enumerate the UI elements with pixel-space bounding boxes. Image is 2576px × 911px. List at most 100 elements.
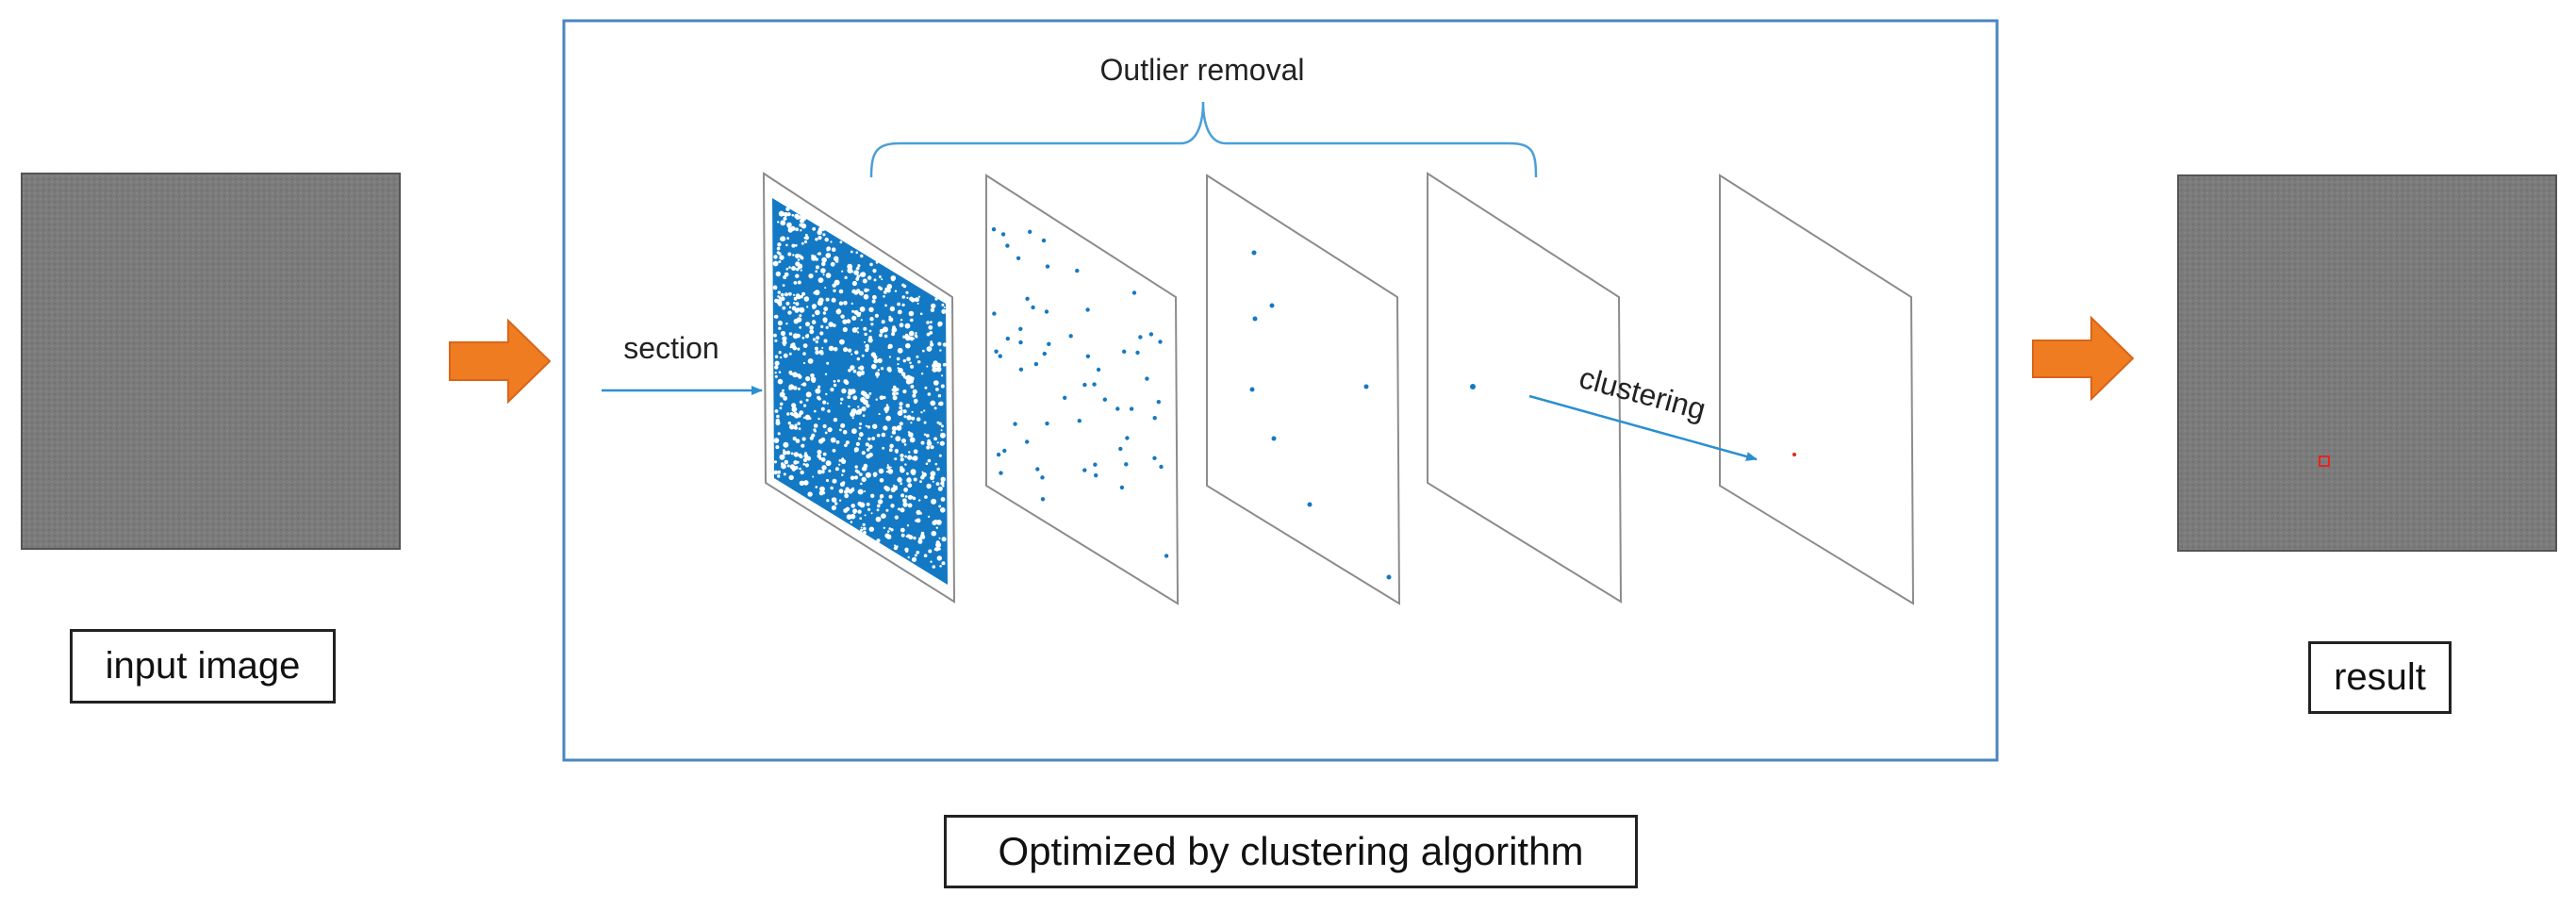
dense-speckle	[817, 236, 822, 240]
dense-speckle	[871, 299, 876, 304]
dense-speckle	[825, 392, 828, 396]
sparse-point	[1085, 307, 1090, 312]
sparse-point	[1122, 349, 1127, 354]
dense-speckle	[875, 398, 878, 401]
dense-speckle	[801, 443, 805, 448]
sparse-point	[1044, 309, 1049, 314]
dense-speckle	[851, 487, 855, 490]
dense-speckle	[939, 565, 942, 568]
dense-speckle	[940, 476, 946, 482]
dense-speckle	[912, 389, 917, 394]
dense-speckle	[850, 408, 857, 415]
dense-speckle	[891, 277, 896, 282]
sparse-point	[1158, 340, 1163, 344]
dense-speckle	[878, 275, 882, 278]
dense-speckle	[941, 374, 944, 377]
dense-speckle	[793, 334, 796, 336]
dense-speckle	[777, 290, 781, 294]
dense-speckle	[857, 489, 864, 495]
dense-speckle	[943, 306, 946, 308]
dense-speckle	[939, 432, 946, 439]
dense-speckle	[850, 504, 855, 508]
dense-speckle	[911, 416, 916, 421]
dense-speckle	[818, 349, 824, 355]
dense-speckle	[900, 493, 905, 498]
dense-speckle	[842, 429, 848, 435]
dense-speckle	[833, 379, 836, 383]
dense-speckle	[917, 295, 921, 298]
dense-speckle	[901, 295, 906, 299]
dense-speckle	[802, 361, 806, 365]
dense-speckle	[920, 475, 925, 480]
dense-speckle	[872, 294, 877, 300]
dense-speckle	[793, 460, 798, 465]
dense-speckle	[934, 364, 937, 368]
dense-speckle	[824, 287, 827, 290]
dense-speckle	[830, 437, 836, 443]
dense-speckle	[774, 339, 778, 342]
dense-speckle	[861, 476, 867, 483]
dense-speckle	[900, 454, 904, 458]
dense-speckle	[846, 490, 850, 493]
dense-speckle	[834, 502, 838, 505]
dense-speckle	[941, 308, 947, 314]
dense-speckle	[783, 441, 789, 448]
dense-speckle	[782, 284, 785, 287]
dense-speckle	[811, 320, 817, 324]
dense-speckle	[852, 510, 856, 514]
dense-speckle	[826, 246, 832, 252]
dense-speckle	[885, 415, 891, 422]
dense-speckle	[802, 343, 808, 348]
dense-speckle	[847, 395, 851, 399]
outlier-brace	[869, 101, 1538, 178]
dense-speckle	[791, 243, 796, 248]
dense-speckle	[937, 341, 942, 346]
sparse-point	[1138, 335, 1143, 340]
dense-speckle	[821, 257, 827, 263]
dense-speckle	[822, 311, 827, 315]
dense-speckle	[804, 218, 807, 221]
dense-speckle	[823, 306, 829, 311]
dense-speckle	[820, 324, 824, 328]
sparse-point	[1045, 421, 1049, 426]
dense-speckle	[856, 356, 860, 361]
dense-speckle	[786, 464, 790, 468]
plane-result	[1719, 174, 1915, 605]
dense-speckle	[826, 402, 829, 405]
dense-speckle	[934, 297, 938, 301]
dense-speckle	[910, 318, 914, 323]
dense-speckle	[905, 549, 909, 553]
dense-speckle	[883, 326, 888, 333]
dense-speckle	[878, 412, 881, 416]
dense-speckle	[850, 250, 853, 254]
dense-speckle	[906, 296, 909, 299]
dense-speckle	[805, 376, 811, 382]
dense-speckle	[937, 323, 941, 327]
dense-speckle	[773, 255, 778, 259]
dense-speckle	[855, 277, 860, 281]
dense-speckle	[815, 388, 821, 394]
dense-speckle	[860, 319, 863, 322]
dense-speckle	[888, 494, 893, 499]
dense-speckle	[811, 433, 816, 438]
dense-speckle	[860, 254, 864, 258]
dense-speckle	[910, 364, 915, 369]
dense-speckle	[860, 528, 864, 532]
dense-speckle	[806, 456, 812, 461]
dense-speckle	[834, 467, 839, 472]
dense-speckle	[930, 445, 934, 450]
dense-speckle	[941, 561, 946, 566]
dense-speckle	[784, 272, 789, 277]
detection-marker	[2319, 456, 2330, 467]
dense-speckle	[895, 545, 899, 548]
dense-speckle	[776, 246, 781, 251]
dense-speckle	[863, 326, 867, 331]
plane-cluster	[1427, 172, 1623, 604]
dense-speckle	[904, 463, 907, 466]
dense-speckle	[916, 518, 921, 523]
dense-speckle	[940, 497, 946, 502]
dense-speckle	[773, 470, 778, 475]
dense-speckle	[850, 302, 853, 306]
dense-speckle	[907, 455, 913, 460]
dense-speckle	[883, 485, 889, 490]
